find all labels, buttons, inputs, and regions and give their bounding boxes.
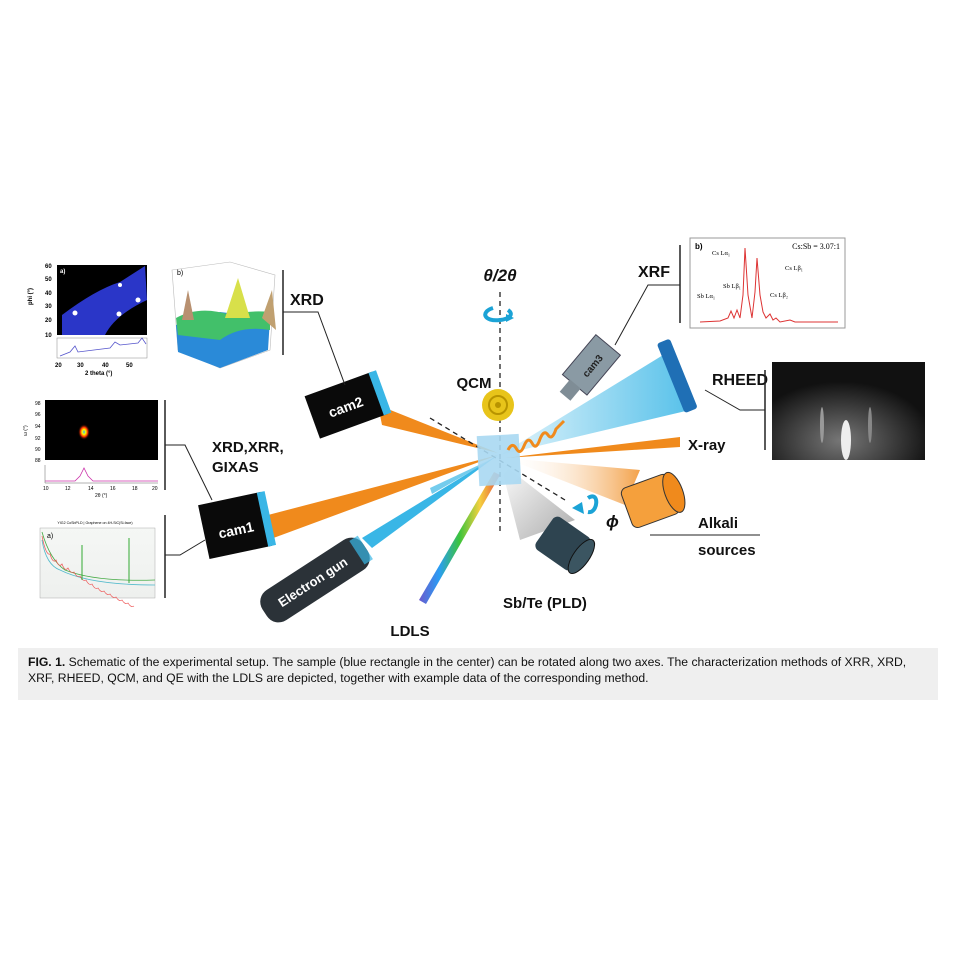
xrf-ratio: Cs:Sb = 3.07:1 (792, 242, 840, 251)
tick-label: 90 (35, 447, 41, 453)
xrf-peak-label: Cs Lβ₂ (770, 292, 788, 299)
tick-label: 50 (45, 277, 52, 283)
axis-label: phi (°) (28, 288, 34, 305)
xrf-peak-label: Cs Lα₁ (712, 250, 730, 257)
xrf-spectrum-inset: b) Cs:Sb = 3.07:1 Cs Lα₁ Cs Lβ₁ Sb Lβ₁ S… (689, 237, 846, 329)
xrf-peak-label: Cs Lβ₁ (785, 265, 803, 272)
xray-cam1-beam (268, 455, 498, 540)
xray-label: X-ray (688, 437, 726, 454)
alkali-source[interactable] (620, 470, 690, 530)
phi-arrowhead-icon (572, 502, 584, 514)
axis-label: 2θ (°) (95, 493, 108, 499)
tick-label: 92 (35, 436, 41, 442)
cam1-label: cam1 (217, 518, 256, 541)
inset-a-tag: a) (60, 269, 65, 275)
cam3-detector[interactable]: cam3 (553, 333, 622, 407)
tick-label: 20 (55, 363, 62, 369)
xrd-leader (283, 311, 346, 386)
tick-label: 40 (102, 363, 109, 369)
rocking-curve-inset: 98 96 94 92 90 88 ω (°) 10 12 14 16 18 2… (23, 400, 158, 499)
alkali-plume (505, 458, 640, 505)
tick-label: 20 (45, 318, 52, 324)
theta-label: θ/2θ (483, 266, 517, 285)
electron-beam (362, 455, 498, 548)
inset-b-tag: b) (177, 270, 183, 277)
rheed-label: RHEED (712, 372, 768, 389)
axis-label: ω (°) (23, 425, 29, 436)
fluorescence-wave-icon (506, 419, 566, 453)
sources-label: sources (698, 542, 756, 559)
xray-cam2-beam (378, 405, 498, 453)
xrr-tag: a) (47, 533, 53, 540)
cam1-leader-bottom (165, 539, 206, 556)
tick-label: 30 (45, 304, 52, 310)
xrd-label: XRD (290, 292, 324, 309)
tick-label: 30 (77, 363, 84, 369)
setup-schematic: QCM θ/2θ cam2 XRD cam1 XRD,XRR, GIXAS El… (23, 237, 925, 640)
rheed-beam (500, 352, 690, 455)
tick-label: 20 (152, 486, 158, 492)
xray-in-beam (505, 437, 680, 458)
rheed-pattern-image (772, 362, 925, 460)
tick-label: 88 (35, 458, 41, 464)
xrf-peak-label: Sb Lα₁ (697, 293, 715, 300)
xrd-3d-inset: b) (171, 261, 276, 369)
sbte-source[interactable] (533, 514, 599, 577)
tick-label: 10 (45, 333, 52, 339)
figure-caption: FIG. 1. Schematic of the experimental se… (18, 648, 938, 700)
xrf-tag: b) (695, 242, 703, 251)
tick-label: 50 (126, 363, 133, 369)
phi-rotation-icon (586, 494, 599, 514)
rotation-arrow-icon (483, 306, 513, 323)
rheed-leader (704, 389, 765, 411)
phi-label: ϕ (606, 512, 619, 531)
tick-label: 60 (45, 264, 52, 270)
caption-prefix: FIG. 1. (28, 655, 66, 669)
tick-label: 14 (88, 486, 94, 492)
gixas-label: GIXAS (212, 459, 259, 476)
qcm-icon (482, 389, 514, 421)
tick-label: 16 (110, 486, 116, 492)
xrr-title: YIG2 CoSbPLD | Graphene on 4H-SiC(Si-fac… (57, 521, 132, 525)
tick-label: 40 (45, 291, 52, 297)
xrf-label: XRF (638, 264, 670, 281)
tick-label: 10 (43, 486, 49, 492)
xrd-xrr-label: XRD,XRR, (212, 439, 284, 456)
rheed-screen[interactable] (657, 338, 698, 413)
axis-label: 2 theta (°) (85, 371, 112, 377)
xrr-inset: YIG2 CoSbPLD | Graphene on 4H-SiC(Si-fac… (39, 521, 156, 607)
tick-label: 18 (132, 486, 138, 492)
alkali-label: Alkali (698, 515, 738, 532)
xrf-leader (614, 284, 680, 346)
ldls-label: LDLS (390, 623, 429, 640)
rotation-arrowhead-icon (506, 314, 514, 322)
cam2-detector[interactable]: cam2 (304, 370, 392, 439)
qcm-label: QCM (457, 375, 492, 392)
xrd-map-inset: a) 60 50 40 30 20 10 phi (°) 20 30 40 50… (28, 264, 148, 377)
sample[interactable] (476, 433, 522, 487)
xrf-peak-label: Sb Lβ₁ (723, 283, 741, 290)
tick-label: 98 (35, 401, 41, 407)
ldls-beam (419, 472, 500, 604)
cam1-detector[interactable]: cam1 (198, 491, 277, 560)
electron-gun[interactable]: Electron gun (255, 532, 375, 628)
caption-text: Schematic of the experimental setup. The… (28, 655, 907, 685)
tick-label: 12 (65, 486, 71, 492)
tick-label: 96 (35, 412, 41, 418)
sbte-label: Sb/Te (PLD) (503, 595, 587, 612)
tick-label: 94 (35, 424, 41, 430)
cam1-leader-top (165, 444, 213, 501)
